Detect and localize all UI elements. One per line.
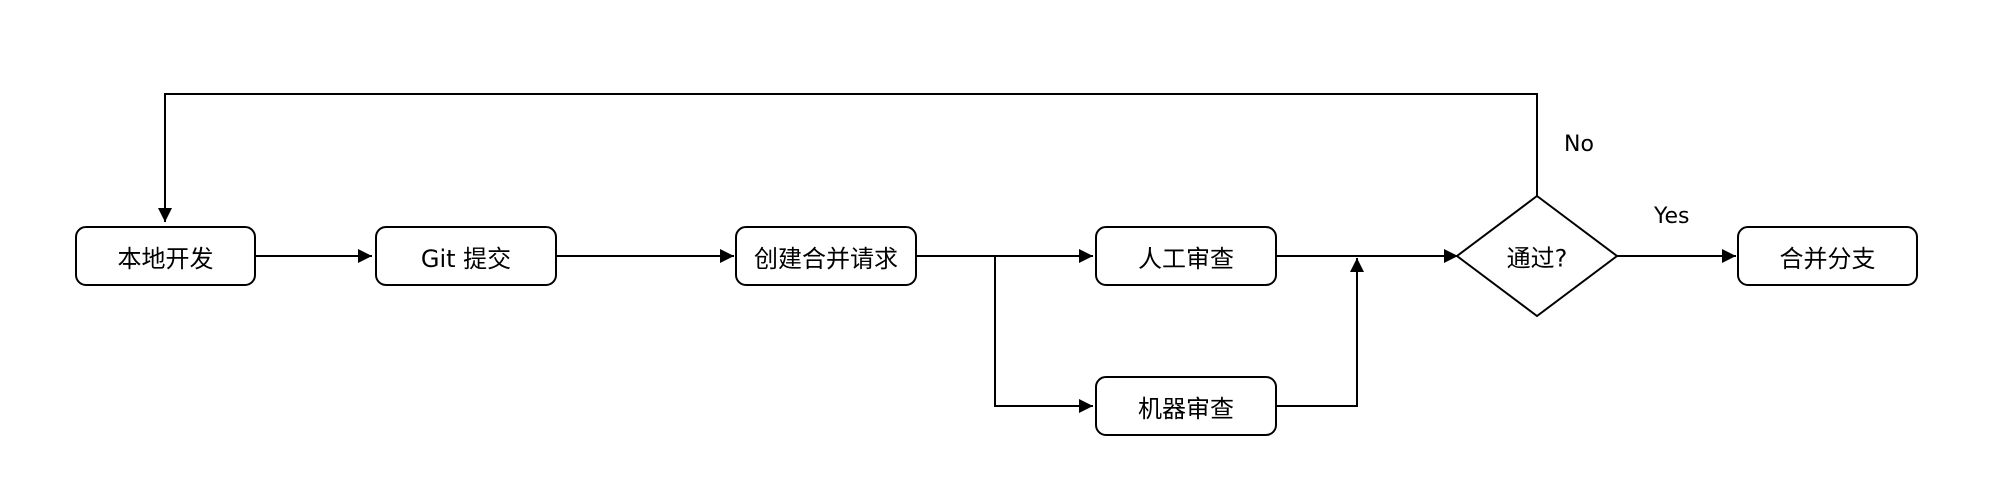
edge-machine-review-to-merge-point <box>1277 258 1364 407</box>
node-decision-label: 通过? <box>1506 244 1568 273</box>
edge-label-yes: Yes <box>1654 204 1690 229</box>
node-create-merge-request: 创建合并请求 <box>735 226 917 286</box>
edge-label-no: No <box>1564 132 1594 157</box>
node-manual-review: 人工审查 <box>1095 226 1277 286</box>
node-git-commit: Git 提交 <box>375 226 557 286</box>
decision-diamond <box>1455 194 1619 318</box>
node-local-development: 本地开发 <box>75 226 256 286</box>
edge-decision-no-loop <box>158 93 1538 222</box>
edge-pr-to-machine-review <box>994 256 1093 413</box>
node-machine-review: 机器审查 <box>1095 376 1277 436</box>
node-merge-branch: 合并分支 <box>1737 226 1918 286</box>
